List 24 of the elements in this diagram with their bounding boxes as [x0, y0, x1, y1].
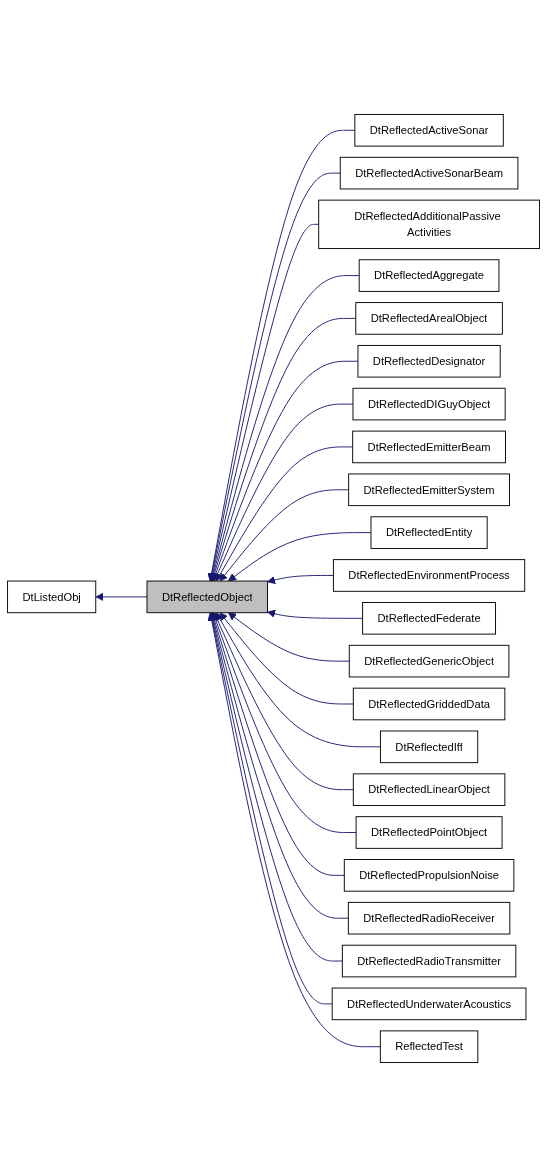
node-box: DtReflectedGenericObject [348, 644, 510, 677]
node-box: DtReflectedActiveSonar [354, 113, 504, 147]
node-box: DtReflectedGriddedData [352, 687, 506, 720]
node-box: DtReflectedFederate [362, 601, 496, 635]
node-box: DtReflectedAggregate [358, 258, 500, 292]
node-box: DtReflectedIff [379, 730, 479, 763]
node-box: DtReflectedObject [146, 580, 268, 613]
node-box: DtReflectedLinearObject [352, 772, 506, 806]
node-box: ReflectedTest [379, 1029, 479, 1063]
node-box: DtReflectedPropulsionNoise [343, 858, 515, 892]
node-box: DtReflectedDesignator [357, 344, 501, 378]
node-box: DtReflectedEmitterSystem [348, 473, 510, 506]
node-box: DtReflectedArealObject [355, 301, 503, 335]
node-box: DtListedObj [7, 580, 97, 613]
node-box: DtReflectedRadioTransmitter [341, 944, 517, 977]
node-box: DtReflectedAdditionalPassive Activities [318, 199, 540, 249]
node-box: DtReflectedEntity [370, 515, 488, 549]
node-box: DtReflectedPointObject [355, 815, 503, 849]
node-box: DtReflectedDIGuyObject [352, 387, 506, 420]
node-box: DtReflectedEnvironmentProcess [332, 558, 526, 592]
node-box: DtReflectedEmitterBeam [352, 430, 506, 463]
node-box: DtReflectedRadioReceiver [347, 901, 511, 934]
node-box: DtReflectedActiveSonarBeam [339, 156, 519, 189]
node-box: DtReflectedUnderwaterAcoustics [331, 987, 527, 1020]
